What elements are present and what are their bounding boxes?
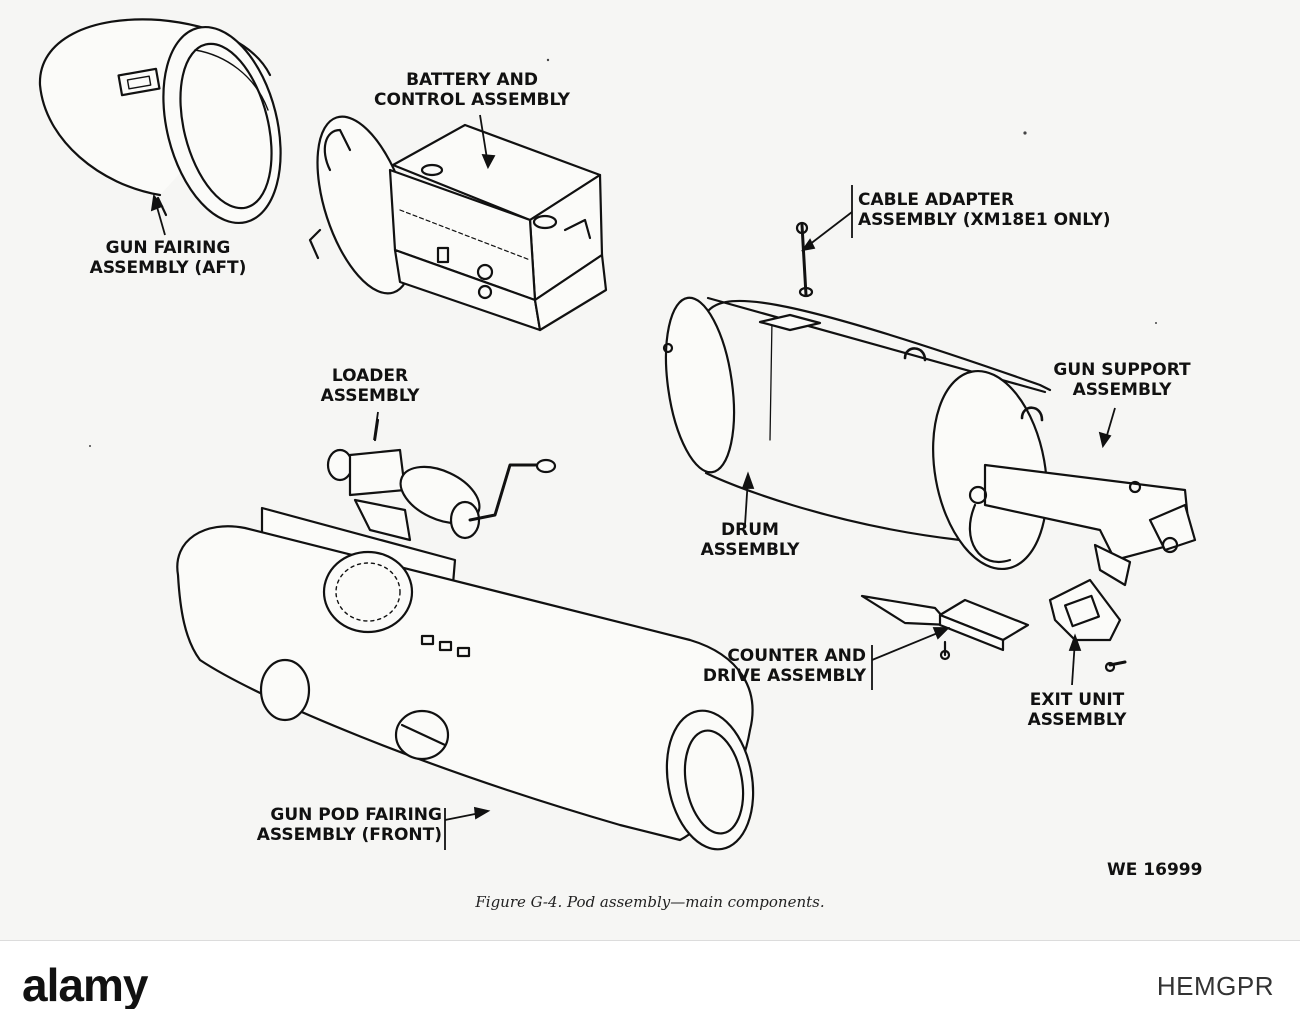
drum-label: DRUM ASSEMBLY xyxy=(690,520,810,560)
cable-adapter-label: CABLE ADAPTER ASSEMBLY (XM18E1 ONLY) xyxy=(858,190,1158,230)
figure-number: WE 16999 xyxy=(1107,860,1203,880)
exit-unit-label: EXIT UNIT ASSEMBLY xyxy=(1012,690,1142,730)
cable-adapter-part xyxy=(795,221,814,298)
gun-fairing-aft-label-line2: ASSEMBLY (AFT) xyxy=(89,258,247,278)
gun-support-label: GUN SUPPORT ASSEMBLY xyxy=(1032,360,1212,400)
gun-fairing-aft-label-line1: GUN FAIRING xyxy=(105,238,231,258)
gun-pod-front-part xyxy=(176,506,755,851)
exit-unit-label-line1: EXIT UNIT xyxy=(1029,690,1125,710)
leader-lines xyxy=(150,114,1116,850)
drum-gun-support-part xyxy=(662,296,1197,587)
battery-control-label-line1: BATTERY AND xyxy=(406,70,538,90)
gun-pod-front-label-line2: ASSEMBLY (FRONT) xyxy=(256,825,442,845)
image-id: HEMGPR xyxy=(1156,971,1274,1001)
exit-unit-label-line2: ASSEMBLY xyxy=(1027,710,1127,730)
gun-fairing-aft-part xyxy=(38,18,282,225)
battery-control-label: BATTERY AND CONTROL ASSEMBLY xyxy=(362,70,582,110)
counter-drive-label-line1: COUNTER AND xyxy=(727,646,866,666)
gun-pod-front-label-line1: GUN POD FAIRING xyxy=(270,805,442,825)
counter-drive-part xyxy=(860,594,1030,661)
gun-support-label-line1: GUN SUPPORT xyxy=(1053,360,1191,380)
cable-adapter-label-line1: CABLE ADAPTER xyxy=(858,190,1015,210)
alamy-logo: alamy xyxy=(22,961,150,1009)
gun-pod-front-label: GUN POD FAIRING ASSEMBLY (FRONT) xyxy=(232,805,442,845)
watermark-bar: alamy HEMGPR xyxy=(0,943,1300,1029)
exit-unit-part xyxy=(1048,578,1127,673)
loader-label: LOADER ASSEMBLY xyxy=(310,366,430,406)
drum-label-line2: ASSEMBLY xyxy=(700,540,800,560)
loader-label-line2: ASSEMBLY xyxy=(320,386,420,406)
drum-label-line1: DRUM xyxy=(721,520,779,540)
technical-drawing: BATTERY AND CONTROL ASSEMBLY GUN FAIRING… xyxy=(0,0,1300,941)
gun-support-label-line2: ASSEMBLY xyxy=(1072,380,1172,400)
counter-drive-label: COUNTER AND DRIVE ASSEMBLY xyxy=(686,646,866,686)
gun-fairing-aft-label: GUN FAIRING ASSEMBLY (AFT) xyxy=(78,238,258,278)
svg-text:alamy: alamy xyxy=(22,961,149,1009)
exploded-view-illustration xyxy=(38,18,1197,851)
battery-control-part xyxy=(308,115,608,332)
scan-specks xyxy=(89,58,1157,447)
battery-control-label-line2: CONTROL ASSEMBLY xyxy=(374,90,570,110)
counter-drive-label-line2: DRIVE ASSEMBLY xyxy=(702,666,866,686)
loader-label-line1: LOADER xyxy=(331,366,409,386)
loader-part xyxy=(326,418,557,542)
cable-adapter-label-line2: ASSEMBLY (XM18E1 ONLY) xyxy=(858,210,1111,230)
figure-caption: Figure G-4. Pod assembly—main components… xyxy=(475,893,825,911)
